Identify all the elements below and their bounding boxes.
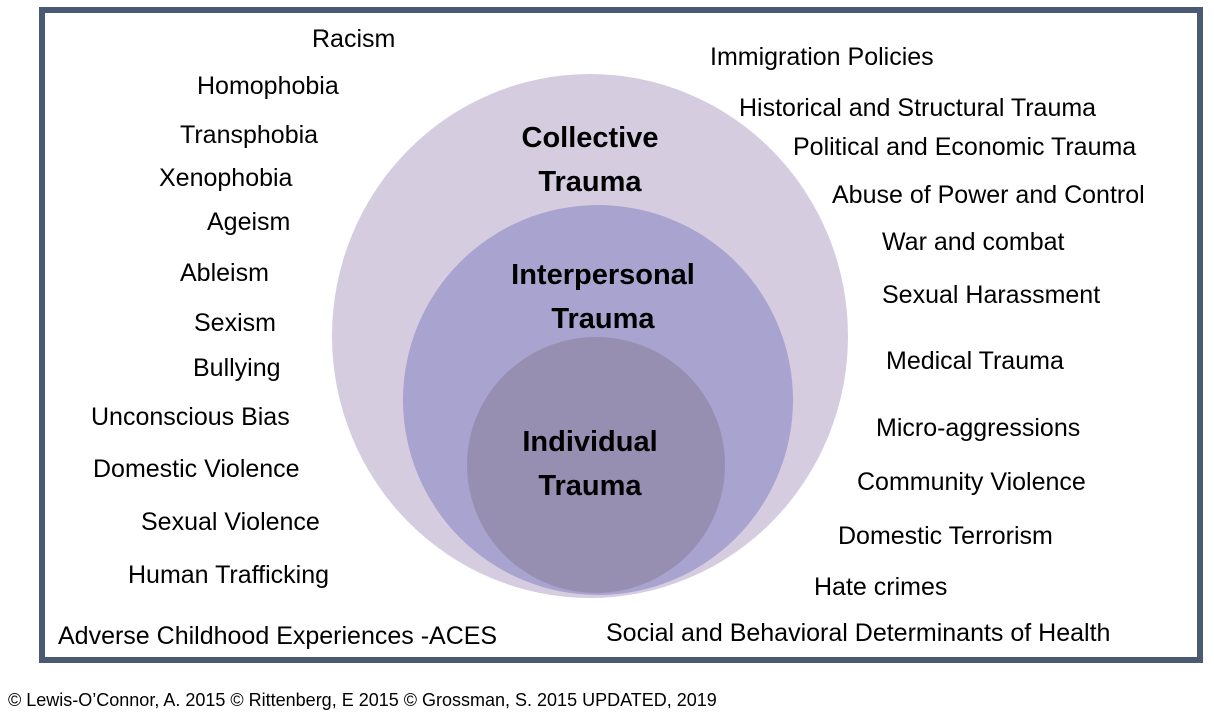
term-historical-structural-trauma: Historical and Structural Trauma [739, 94, 1097, 122]
collective-label-line2: Trauma [538, 166, 642, 198]
term-war-and-combat: War and combat [882, 228, 1065, 256]
interpersonal-label-line2: Trauma [551, 303, 655, 335]
term-transphobia: Transphobia [180, 121, 319, 149]
term-bullying: Bullying [193, 354, 281, 382]
term-micro-aggressions: Micro-aggressions [876, 414, 1081, 442]
term-sexism: Sexism [194, 309, 276, 337]
term-ageism: Ageism [207, 208, 291, 236]
individual-trauma-label: Individual Trauma [440, 420, 740, 508]
term-domestic-violence: Domestic Violence [93, 455, 300, 483]
interpersonal-trauma-label: Interpersonal Trauma [453, 253, 753, 341]
term-immigration-policies: Immigration Policies [710, 43, 934, 71]
term-political-economic-trauma: Political and Economic Trauma [793, 133, 1137, 161]
individual-label-line2: Trauma [538, 470, 642, 502]
individual-trauma-circle [467, 337, 725, 593]
term-medical-trauma: Medical Trauma [886, 347, 1064, 375]
term-domestic-terrorism: Domestic Terrorism [838, 522, 1053, 550]
interpersonal-label-line1: Interpersonal [511, 259, 695, 291]
term-social-behavioral-determinants: Social and Behavioral Determinants of He… [606, 619, 1111, 647]
term-homophobia: Homophobia [197, 72, 339, 100]
term-racism: Racism [312, 25, 396, 53]
term-hate-crimes: Hate crimes [814, 573, 948, 601]
individual-label-line1: Individual [522, 426, 658, 458]
collective-label-line1: Collective [521, 122, 659, 154]
collective-trauma-label: Collective Trauma [440, 116, 740, 204]
term-aces: Adverse Childhood Experiences -ACES [58, 622, 498, 650]
term-ableism: Ableism [180, 259, 269, 287]
copyright-footer: © Lewis-O’Connor, A. 2015 © Rittenberg, … [8, 690, 717, 710]
term-human-trafficking: Human Trafficking [128, 561, 330, 589]
term-abuse-of-power: Abuse of Power and Control [832, 181, 1145, 209]
term-xenophobia: Xenophobia [159, 164, 293, 192]
term-sexual-harassment: Sexual Harassment [882, 281, 1101, 309]
term-community-violence: Community Violence [857, 468, 1086, 496]
term-unconscious-bias: Unconscious Bias [91, 403, 290, 431]
term-sexual-violence: Sexual Violence [141, 508, 320, 536]
